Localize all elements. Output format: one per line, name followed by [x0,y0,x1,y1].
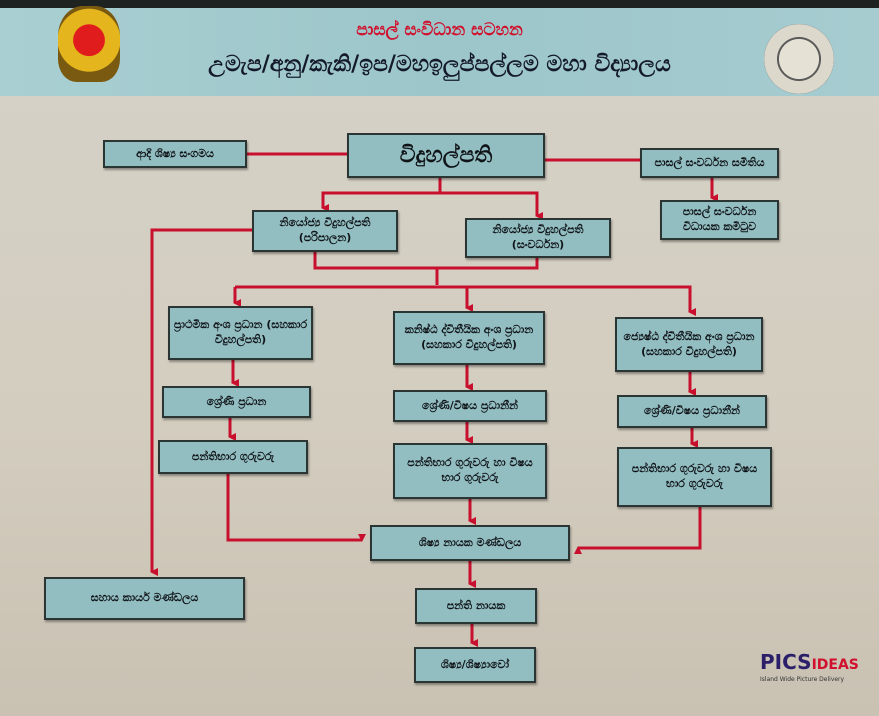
old-students-association-box: ආදි ශිෂ්‍ය සංගමය [103,140,247,168]
logo-tagline: Island Wide Picture Delivery [760,676,845,683]
deputy-principal-development-box: නියෝජ්‍ය විදුහල්පති (සංවර්ධන) [465,218,611,258]
principal-box: විදුහල්පති [347,133,545,178]
picsideas-logo: PICSIDEAS Island Wide Picture Delivery [760,650,859,683]
class-leader-box: පන්ති නායක [415,588,537,624]
chart-title: පාසල් සංවිධාන සටහන [356,20,523,40]
school-crest-icon [764,24,834,94]
primary-section-head-box: ප්‍රාථමික අංශ ප්‍රධාන (සහකාර විදුහල්පති) [168,306,313,360]
national-emblem-icon [58,6,120,82]
senior-grade-subject-heads-box: ශ්‍රේණි/විෂය ප්‍රධානීන් [617,395,767,428]
prefects-board-box: ශිෂ්‍ය නායක මණ්ඩලය [370,525,570,561]
school-name: උමැප/අනු/කැකි/ඉප/මහඉලුප්පල්ලම මහා විද්‍ය… [208,52,671,77]
dark-edge [0,0,879,10]
school-development-society-box: පාසල් සංවර්ධන සමිතිය [640,148,779,178]
sds-executive-committee-box: පාසල් සංවර්ධන විධායක කමිටුව [660,200,779,240]
junior-teachers-box: පන්තිභාර ගුරුවරු හා විෂය භාර ගුරුවරු [393,443,547,499]
junior-grade-subject-heads-box: ශ්‍රේණි/විෂය ප්‍රධානීන් [393,390,547,422]
class-teachers-box: පන්තිභාර ගුරුවරු [158,440,308,474]
senior-teachers-box: පන්තිභාර ගුරුවරු හා විෂය භාර ගුරුවරු [617,447,772,507]
grade-head-box: ශ්‍රේණි ප්‍රධාන [162,386,311,418]
deputy-principal-admin-box: නියෝජ්‍ය විදුහල්පති (පරිපාලන) [252,210,398,252]
logo-brand: PICS [760,650,812,674]
header-band [0,8,879,96]
support-staff-box: සහාය කාර්ය මණ්ඩලය [44,577,245,620]
junior-secondary-head-box: කනිෂ්ඨ ද්විතීයික අංශ ප්‍රධාන (සහකාර විදු… [393,311,545,365]
students-box: ශිෂ්‍ය/ශිෂ්‍යාවෝ [414,647,536,683]
senior-secondary-head-box: ජ්‍යෙෂ්ඨ ද්විතීයික අංශ ප්‍රධාන (සහකාර වි… [615,317,763,372]
logo-brand-suffix: IDEAS [811,657,859,673]
